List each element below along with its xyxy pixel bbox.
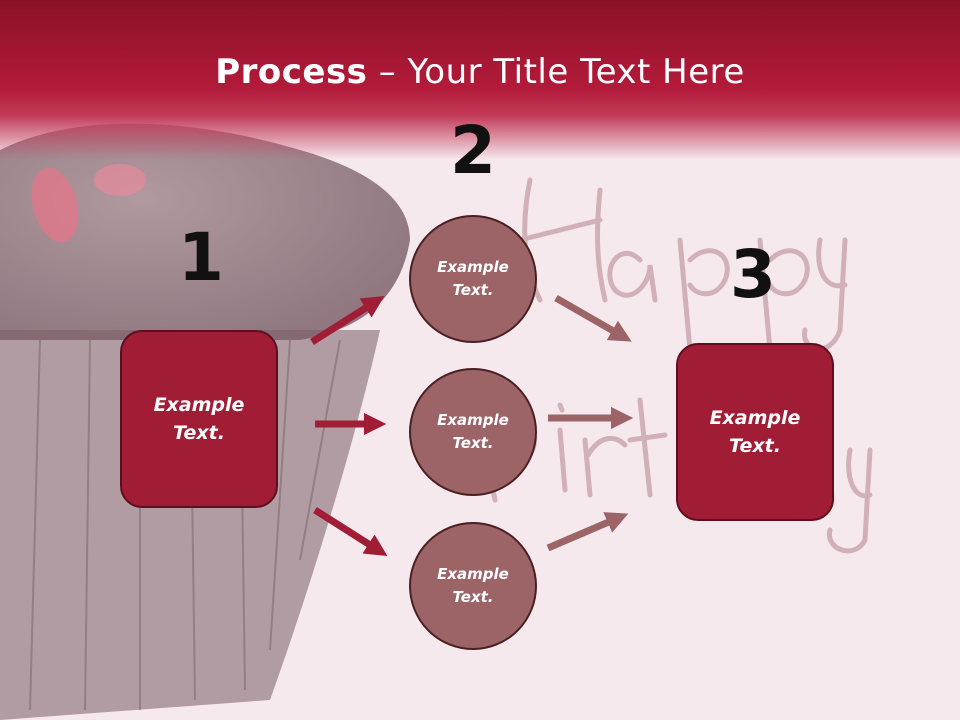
step-number-3: 3 xyxy=(730,236,776,313)
arrow-to-bottom-circle xyxy=(313,507,388,557)
step-number-1: 1 xyxy=(178,219,224,296)
left-box-line-2: Text. xyxy=(173,422,225,444)
circle-middle-line-1: Example xyxy=(437,410,509,429)
circle-top-line-2: Text. xyxy=(452,281,494,299)
left-box-line-1: Example xyxy=(153,393,245,416)
title-rest: – Your Title Text Here xyxy=(367,52,745,92)
step-number-2: 2 xyxy=(450,112,496,189)
arrow-to-top-circle xyxy=(310,295,385,345)
title-bold: Process xyxy=(215,52,368,92)
circle-middle-line-2: Text. xyxy=(452,434,494,452)
right-box-line-1: Example xyxy=(709,406,801,429)
right-box-line-2: Text. xyxy=(729,435,781,457)
circle-top-line-1: Example xyxy=(437,257,509,276)
slide-title: Process – Your Title Text Here xyxy=(0,52,960,92)
title-band xyxy=(0,0,960,160)
circle-bottom-line-1: Example xyxy=(437,564,509,583)
arrow-bottom-to-right-box xyxy=(546,512,629,552)
arrow-top-to-right-box xyxy=(554,294,632,342)
circle-bottom-line-2: Text. xyxy=(452,588,494,606)
